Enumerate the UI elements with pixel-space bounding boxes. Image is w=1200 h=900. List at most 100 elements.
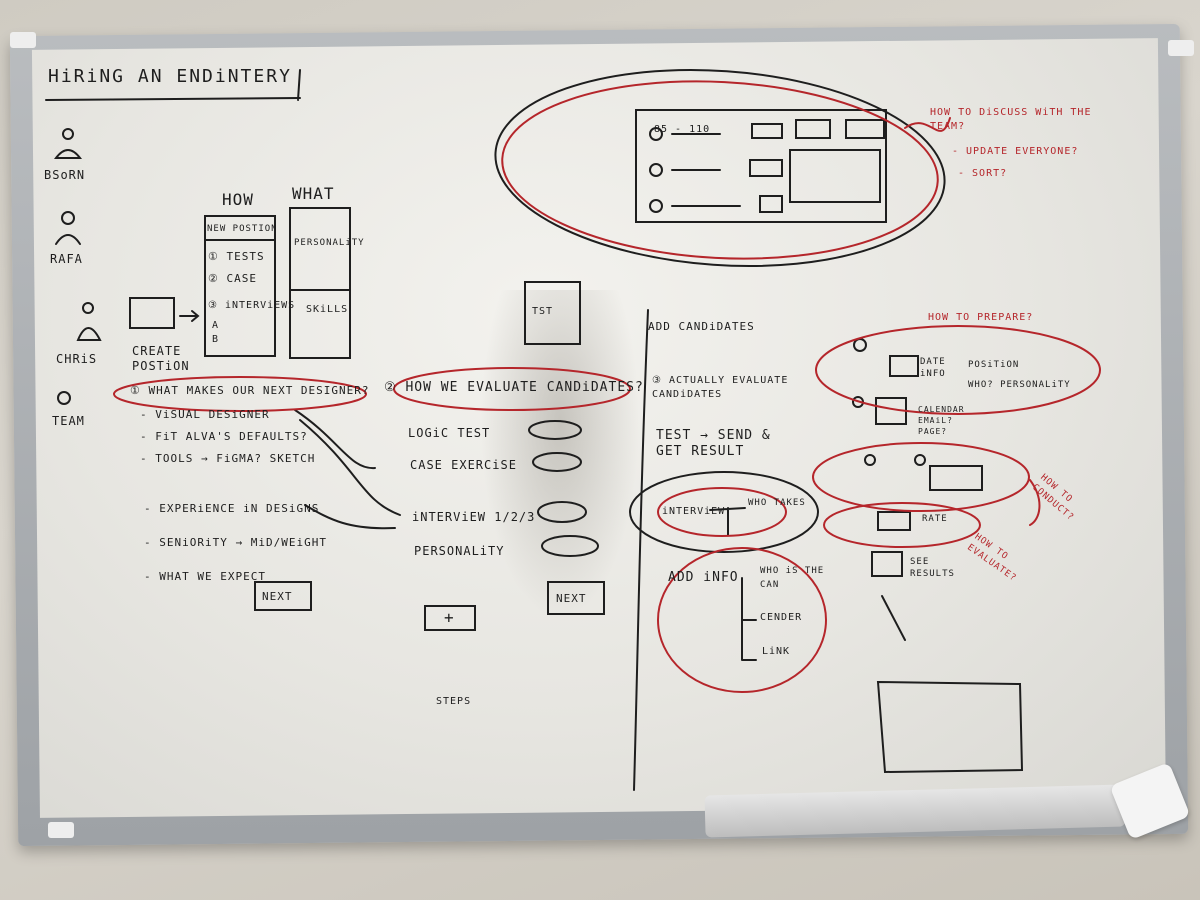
avatar-icon — [55, 234, 81, 245]
plus-button-sketch — [424, 605, 476, 631]
plus-label: + — [444, 608, 455, 627]
team-member-label: CHRiS — [56, 352, 98, 366]
frame-corner — [48, 822, 74, 838]
wireframe-screen — [635, 109, 887, 223]
how-heading: HOW — [222, 190, 254, 209]
red-highlight — [393, 367, 631, 411]
next-button-sketch — [547, 581, 605, 615]
evaluation-item: LOGiC TEST — [408, 426, 491, 440]
steps-label: STEPS — [436, 696, 472, 707]
avatar-icon — [82, 302, 94, 314]
tst-box — [524, 281, 581, 345]
add-info-label: ADD iNFO — [668, 570, 739, 585]
toggle-sketch — [537, 501, 587, 523]
add-candidates-label: ADD CANDiDATES — [648, 320, 755, 333]
step3-subtitle: ③ ACTUALLY EVALUATE CANDiDATES — [652, 375, 789, 400]
screen-icon — [929, 465, 983, 491]
discuss-note: - UPDATE EVERYONE? — [952, 146, 1079, 157]
how-item: NEW POSTION — [207, 224, 278, 234]
calendar-icon — [889, 355, 919, 377]
discuss-note: HOW TO DiSCUSS WiTH THE TEAM? — [930, 107, 1092, 132]
red-arrow — [1029, 479, 1041, 526]
interview-label: iNTERViEW — [662, 506, 726, 517]
arrow-icon — [304, 504, 396, 530]
what-item: PERSONALiTY — [294, 238, 365, 248]
arrow-icon — [881, 595, 906, 641]
position-label: POSiTiON — [968, 360, 1020, 370]
red-highlight — [657, 547, 827, 693]
who-personality-label: WHO? PERSONALiTY — [968, 380, 1071, 390]
what-heading: WHAT — [292, 184, 335, 203]
step1-bullet: - EXPERiENCE iN DESiGNS — [144, 502, 320, 515]
toggle-sketch — [528, 420, 582, 440]
avatar-icon — [76, 327, 102, 341]
prepare-note: HOW TO PREPARE? — [928, 312, 1034, 323]
what-column-box — [289, 207, 351, 359]
red-highlight — [815, 325, 1101, 415]
who-takes-label: WHO TAKES — [748, 498, 806, 508]
tst-label: TST — [532, 306, 554, 317]
info-item: LiNK — [762, 646, 791, 657]
team-member-label: RAFA — [50, 252, 83, 266]
wireframe-label: 85 - 110 — [654, 124, 711, 135]
calendar-label: CALENDAR EMAiL? PAGE? — [918, 405, 965, 436]
create-position-box — [129, 297, 175, 329]
next-label: NEXT — [262, 590, 293, 603]
how-item: ① TESTS — [208, 250, 265, 263]
discuss-note: - SORT? — [958, 168, 1008, 179]
empty-box — [876, 680, 1024, 774]
team-member-label: BSoRN — [44, 168, 86, 182]
step2-question: ② HOW WE EVALUATE CANDiDATES? — [384, 380, 644, 395]
red-highlight — [812, 442, 1030, 512]
board-title: HiRiNG AN ENDiNTERY — [48, 66, 292, 87]
info-item: WHO iS THE CAN — [760, 566, 825, 590]
step1-bullet: - FiT ALVA'S DEFAULTS? — [140, 430, 308, 443]
step1-bullet: - TOOLS → FiGMA? SKETCH — [140, 452, 316, 465]
avatar-icon — [57, 391, 71, 405]
arrow-icon — [299, 419, 401, 516]
how-item: ③ iNTERViEWS — [208, 300, 296, 311]
title-underline — [45, 69, 301, 101]
step1-bullet: - WHAT WE EXPECT — [144, 570, 266, 583]
avatar-icon — [62, 128, 74, 140]
toggle-sketch — [541, 535, 599, 557]
date-info-label: DATE iNFO — [920, 357, 946, 379]
red-highlight — [501, 80, 939, 260]
how-column-box — [204, 215, 276, 357]
evaluation-item: CASE EXERCiSE — [410, 458, 517, 472]
step1-question: ① WHAT MAKES OUR NEXT DESIGNER? — [130, 384, 370, 397]
create-position-label: CREATE POSTiON — [132, 344, 190, 373]
wireframe-outline — [494, 68, 946, 268]
frame-corner — [1168, 40, 1194, 56]
team-member-label: TEAM — [52, 414, 85, 428]
how-item: ② CASE — [208, 272, 257, 285]
results-icon — [871, 551, 903, 577]
step1-bullet: - ViSUAL DESiGNER — [140, 408, 270, 421]
evaluation-item: PERSONALiTY — [414, 544, 505, 558]
test-label: TEST → SEND & GET RESULT — [656, 428, 771, 459]
see-results-label: SEE RESULTS — [910, 557, 955, 579]
red-highlight — [823, 502, 981, 548]
info-item: CENDER — [760, 612, 803, 623]
avatar-icon — [53, 149, 83, 159]
next-button-sketch — [254, 581, 312, 611]
interview-outline — [629, 471, 819, 553]
toggle-sketch — [532, 452, 582, 472]
step1-bullet: - SENiORiTY → MiD/WEiGHT — [144, 536, 327, 549]
red-highlight — [113, 376, 367, 412]
rating-icon — [877, 511, 911, 531]
frame-corner — [10, 32, 36, 48]
red-arrow — [904, 117, 951, 132]
how-item: A — [212, 320, 220, 331]
avatar-icon — [61, 211, 75, 225]
arrow-icon — [294, 409, 376, 470]
how-item: B — [212, 334, 220, 345]
rate-label: RATE — [922, 514, 948, 524]
red-highlight — [657, 487, 787, 537]
arrow-icon — [179, 310, 200, 322]
evaluation-item: iNTERViEW 1/2/3 — [412, 510, 536, 524]
next-label: NEXT — [556, 592, 587, 605]
section-divider — [633, 309, 649, 791]
